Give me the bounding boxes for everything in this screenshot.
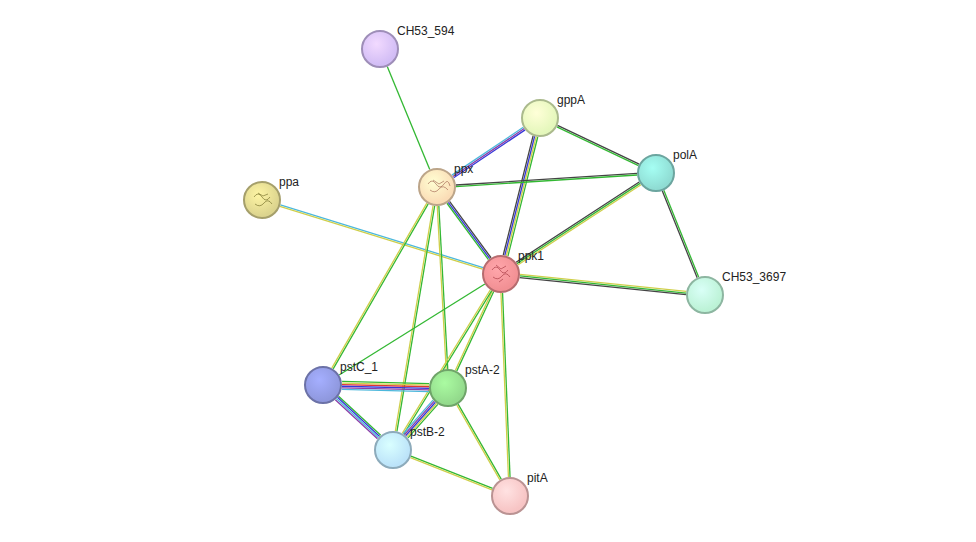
protein-name: ppk1 (518, 249, 544, 263)
protein-name: CH53_3697 (722, 270, 786, 284)
evidence-line (402, 290, 490, 434)
evidence-line (558, 125, 640, 164)
evidence-line (458, 404, 501, 479)
evidence-line (332, 203, 427, 368)
evidence-line (520, 278, 686, 295)
evidence-line (411, 456, 493, 488)
protein-node: CH53_594 (361, 30, 399, 68)
evidence-line (508, 137, 538, 256)
protein-name: pstB-2 (410, 425, 445, 439)
evidence-line (520, 274, 686, 291)
protein-node: ppa (243, 181, 281, 219)
protein-node: ppk1 (482, 255, 520, 293)
interaction-edge (437, 206, 448, 369)
evidence-line (387, 67, 429, 170)
interaction-edge (503, 136, 537, 256)
evidence-line (410, 458, 492, 490)
evidence-line (450, 201, 491, 257)
evidence-line (439, 206, 448, 369)
evidence-line (457, 292, 494, 372)
interaction-edge (342, 381, 429, 391)
interaction-edge (335, 396, 380, 439)
evidence-line (457, 405, 500, 480)
protein-name: polA (673, 148, 697, 162)
evidence-line (516, 182, 639, 262)
protein-node: ppx (418, 168, 456, 206)
evidence-line (342, 389, 429, 391)
interaction-edge (557, 125, 639, 165)
evidence-line (518, 185, 641, 265)
evidence-line (456, 175, 637, 187)
interaction-edge (457, 404, 501, 480)
evidence-line (437, 206, 446, 369)
evidence-line (280, 205, 483, 268)
protein-node: pitA (491, 477, 529, 515)
evidence-line (506, 137, 536, 256)
evidence-line (501, 293, 508, 477)
interaction-edge (339, 284, 485, 375)
evidence-line (503, 293, 510, 477)
interaction-edge (280, 205, 483, 269)
interaction-edge (455, 291, 493, 371)
evidence-line (453, 129, 524, 177)
interaction-edge (402, 290, 491, 434)
interaction-edge (520, 274, 687, 294)
interaction-edge (456, 173, 637, 186)
protein-node: pstA-2 (429, 369, 467, 407)
protein-name: gppA (557, 93, 585, 107)
evidence-line (404, 291, 492, 435)
evidence-line (339, 284, 485, 375)
evidence-line (336, 399, 378, 438)
protein-name: ppa (279, 175, 299, 189)
protein-node: pstC_1 (304, 366, 342, 404)
protein-name: ppx (454, 162, 473, 176)
interaction-edge (410, 456, 492, 490)
interaction-edge (662, 190, 698, 277)
evidence-line (455, 291, 492, 371)
evidence-line (505, 136, 535, 255)
evidence-line (664, 190, 699, 277)
protein-name: pstC_1 (340, 360, 378, 374)
evidence-line (517, 183, 640, 263)
evidence-line (447, 203, 488, 259)
evidence-line (454, 130, 525, 178)
interaction-edge (447, 201, 491, 259)
protein-node: CH53_3697 (686, 276, 724, 314)
interaction-edge (501, 293, 510, 477)
evidence-line (333, 204, 428, 369)
protein-node: pstB-2 (374, 431, 412, 469)
evidence-line (395, 206, 433, 432)
interaction-edge (516, 182, 641, 265)
evidence-line (280, 206, 483, 269)
protein-name: CH53_594 (397, 24, 454, 38)
evidence-line (337, 397, 379, 436)
interaction-edge (387, 67, 429, 170)
protein-name: pitA (527, 471, 548, 485)
evidence-line (662, 191, 697, 278)
interaction-edge (332, 203, 428, 369)
evidence-line (503, 136, 533, 255)
evidence-line (557, 127, 639, 166)
protein-node: polA (637, 154, 675, 192)
evidence-line (456, 173, 637, 185)
protein-name: pstA-2 (465, 363, 500, 377)
evidence-line (335, 400, 377, 439)
evidence-line (448, 202, 489, 258)
protein-node: gppA (521, 99, 559, 137)
evidence-line (339, 396, 381, 435)
interaction-edge (452, 127, 525, 178)
evidence-line (520, 276, 686, 293)
